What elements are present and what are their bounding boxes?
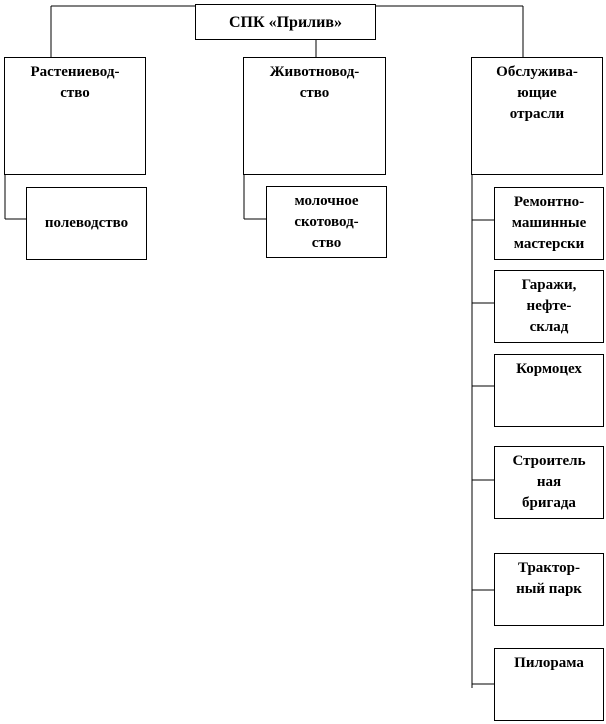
root-box-spk-priliv: СПК «Прилив» <box>195 4 376 40</box>
unit-box-garages-oil-depot: Гаражи, нефте- склад <box>494 270 604 343</box>
branch-label-service: Обслужива- ющие отрасли <box>496 64 578 122</box>
branch-box-service: Обслужива- ющие отрасли <box>471 57 603 175</box>
unit-box-sawmill: Пилорама <box>494 648 604 721</box>
branch-box-crop: Растениевод- ство <box>4 57 146 175</box>
unit-label-feed-mill: Кормоцех <box>516 361 582 377</box>
branch-label-livestock: Животновод- ство <box>269 64 360 101</box>
unit-box-feed-mill: Кормоцех <box>494 354 604 427</box>
unit-box-repair-workshops: Ремонтно- машинные мастерски <box>494 187 604 260</box>
unit-label-sawmill: Пилорама <box>514 655 584 671</box>
unit-box-dairy-cattle: молочное скотовод- ство <box>266 186 387 258</box>
branch-label-crop: Растениевод- ство <box>30 64 120 101</box>
branch-box-livestock: Животновод- ство <box>243 57 386 175</box>
unit-label-tractor-fleet: Трактор- ный парк <box>516 560 582 597</box>
unit-label-garages-oil-depot: Гаражи, нефте- склад <box>521 277 577 335</box>
unit-box-construction-brigade: Строитель ная бригада <box>494 446 604 519</box>
unit-label-dairy-cattle: молочное скотовод- ство <box>294 192 359 251</box>
unit-label-field-farming: полеводство <box>44 215 129 231</box>
unit-box-tractor-fleet: Трактор- ный парк <box>494 553 604 626</box>
root-label: СПК «Прилив» <box>229 13 342 31</box>
unit-box-field-farming: полеводство <box>26 187 147 260</box>
unit-label-repair-workshops: Ремонтно- машинные мастерски <box>511 194 587 252</box>
unit-label-construction-brigade: Строитель ная бригада <box>512 453 586 511</box>
